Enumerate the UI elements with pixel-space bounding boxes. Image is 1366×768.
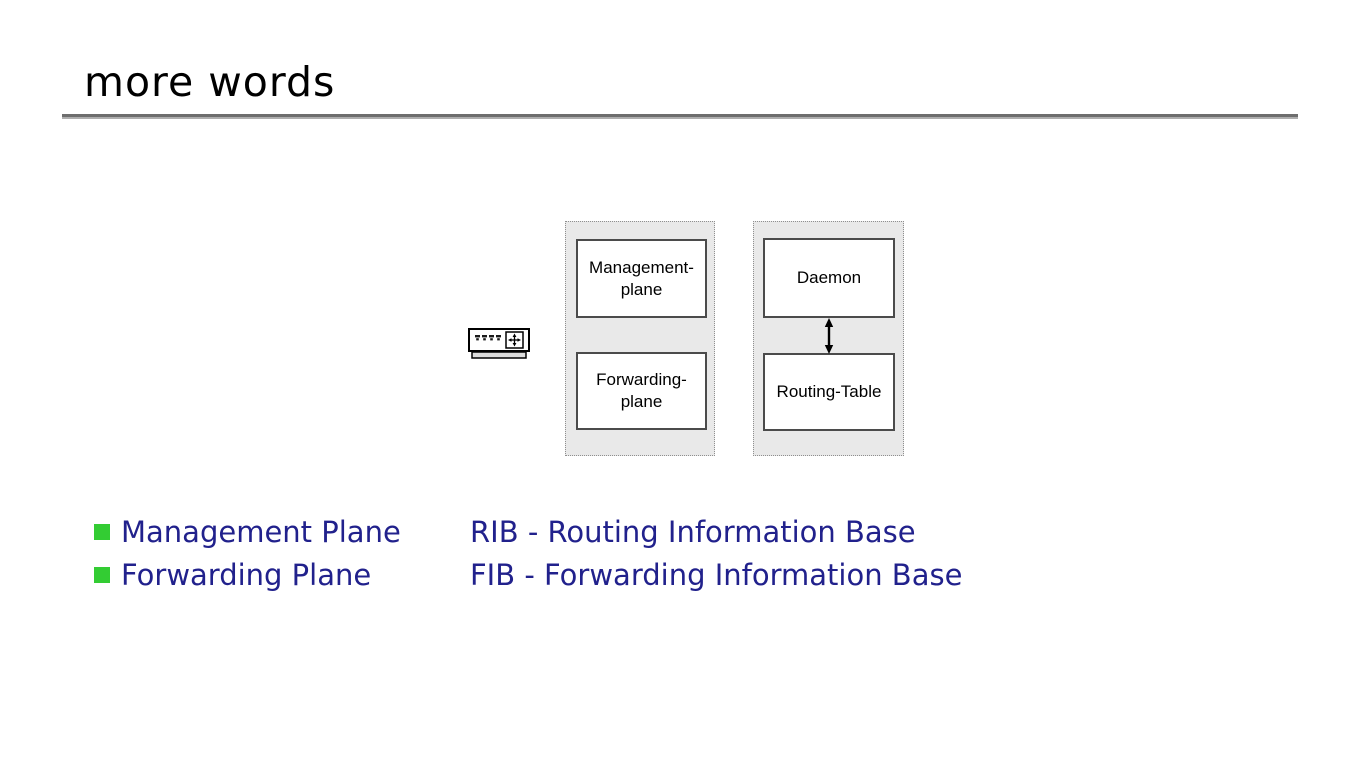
bullet-item-management-plane: Management Plane — [94, 513, 401, 551]
definition-fib: FIB - Forwarding Information Base — [470, 558, 963, 592]
bullet-square-icon — [94, 524, 110, 540]
page-title: more words — [84, 58, 336, 106]
box-management-plane-line1: Management- — [589, 257, 694, 277]
definition-rib: RIB - Routing Information Base — [470, 515, 916, 549]
box-management-plane-line2: plane — [620, 279, 663, 299]
bullet-item-forwarding-plane: Forwarding Plane — [94, 556, 371, 594]
box-management-plane: Management- plane — [576, 239, 707, 318]
router-device-icon — [468, 328, 530, 359]
double-arrow-icon — [824, 318, 834, 354]
box-daemon-label: Daemon — [796, 268, 862, 287]
bullet-label: Management Plane — [121, 515, 401, 549]
box-routing-table-label: Routing-Table — [776, 382, 882, 401]
box-daemon: Daemon — [763, 238, 895, 318]
box-routing-table: Routing-Table — [763, 353, 895, 431]
box-forwarding-plane-line2: plane — [620, 392, 663, 411]
title-divider — [62, 114, 1298, 119]
box-forwarding-plane: Forwarding- plane — [576, 352, 707, 430]
bullet-label: Forwarding Plane — [121, 558, 372, 592]
box-forwarding-plane-line1: Forwarding- — [596, 370, 687, 389]
bullet-square-icon — [94, 567, 110, 583]
